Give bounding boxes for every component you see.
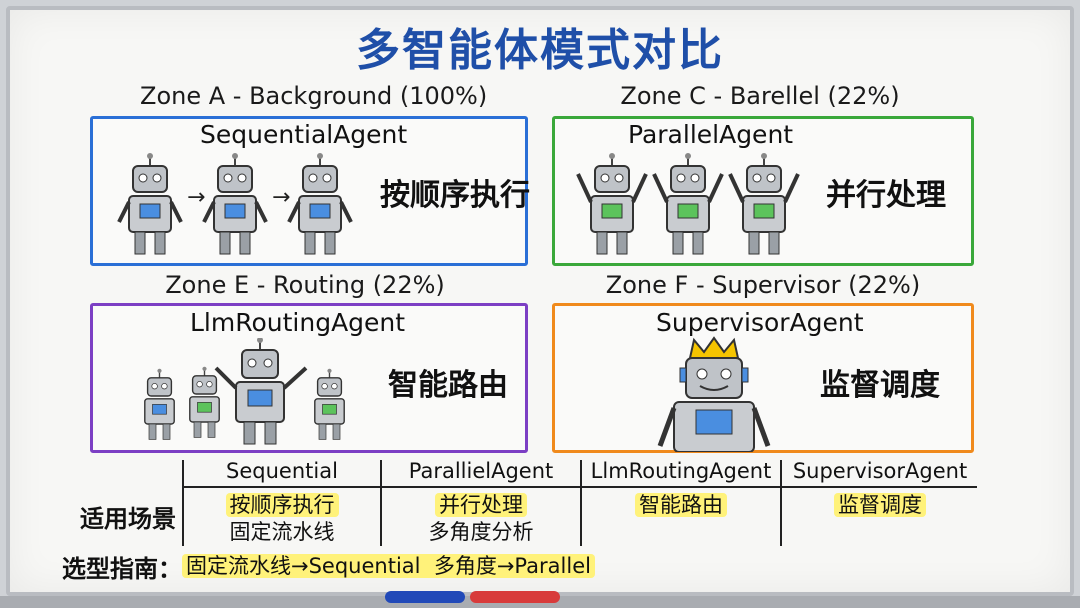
robot-icon bbox=[652, 153, 724, 255]
scenario-highlight: 按顺序执行 bbox=[225, 493, 339, 517]
guide-highlight: 固定流水线→Sequential 多角度→Parallel bbox=[182, 554, 595, 578]
zone-a-label: Zone A - Background (100%) bbox=[140, 82, 488, 110]
zone-e-label: Zone E - Routing (22%) bbox=[165, 271, 445, 299]
robot-icon bbox=[728, 153, 800, 255]
robot-icon bbox=[144, 368, 175, 440]
robot-icon bbox=[214, 338, 308, 445]
table-cell: 智能路由 bbox=[582, 489, 780, 519]
crown-icon bbox=[688, 336, 740, 359]
table-cell: 并行处理 bbox=[382, 489, 580, 519]
svg-text:→: → bbox=[187, 185, 205, 210]
table-header-cell: LlmRoutingAgent bbox=[590, 459, 772, 483]
supervisor-robot bbox=[657, 336, 771, 452]
zone-a-description: 按顺序执行 bbox=[380, 178, 530, 213]
table-cell: 按顺序执行 bbox=[184, 489, 380, 519]
scenario-highlight: 并行处理 bbox=[435, 493, 527, 517]
page-title: 多智能体模式对比 bbox=[356, 25, 724, 76]
robot-icon bbox=[657, 357, 771, 452]
table-header-cell: Sequential bbox=[226, 459, 338, 483]
zone-c-description: 并行处理 bbox=[826, 178, 946, 213]
scenario-highlight: 监督调度 bbox=[834, 493, 926, 517]
zone-e-agent-name: LlmRoutingAgent bbox=[190, 308, 406, 337]
robot-icon bbox=[576, 153, 648, 255]
selection-guide-label: 选型指南： bbox=[62, 555, 182, 583]
zone-f-agent-name: SupervisorAgent bbox=[656, 308, 864, 337]
zone-f-label: Zone F - Supervisor (22%) bbox=[605, 271, 921, 299]
svg-text:→: → bbox=[272, 185, 290, 210]
table-col-divider bbox=[580, 460, 582, 546]
table-cell: 监督调度 bbox=[782, 489, 978, 519]
zone-c-agent-name: ParallelAgent bbox=[628, 120, 794, 149]
table-header-cell: ParallielAgent bbox=[408, 459, 554, 483]
zone-f-description: 监督调度 bbox=[820, 368, 940, 403]
zone-c-label: Zone C - Barellel (22%) bbox=[620, 82, 900, 110]
robot-icon bbox=[287, 153, 353, 255]
robot-icon bbox=[189, 366, 220, 438]
robot-icon bbox=[117, 153, 183, 255]
red-marker bbox=[470, 591, 560, 603]
blue-marker bbox=[385, 591, 465, 603]
zone-a-agent-name: SequentialAgent bbox=[200, 120, 408, 149]
parallel-robots bbox=[576, 153, 800, 255]
selection-guide-text: 固定流水线→Sequential 多角度→Parallel bbox=[182, 550, 595, 580]
zone-e-description: 智能路由 bbox=[388, 368, 508, 403]
table-header-divider bbox=[182, 486, 977, 488]
table-header-cell: SupervisorAgent bbox=[792, 459, 968, 483]
scenario-highlight: 智能路由 bbox=[635, 493, 727, 517]
table-col-divider bbox=[380, 460, 382, 546]
robot-icon bbox=[314, 368, 345, 440]
table-cell: 固定流水线 bbox=[229, 520, 335, 544]
table-cell: 多角度分析 bbox=[428, 520, 534, 544]
table-left-border bbox=[182, 460, 184, 546]
table-col-divider bbox=[780, 460, 782, 546]
routing-robots bbox=[144, 338, 345, 445]
robot-icon bbox=[202, 153, 268, 255]
table-row-label: 适用场景 bbox=[80, 505, 176, 533]
sequential-robots: → → bbox=[117, 153, 353, 255]
